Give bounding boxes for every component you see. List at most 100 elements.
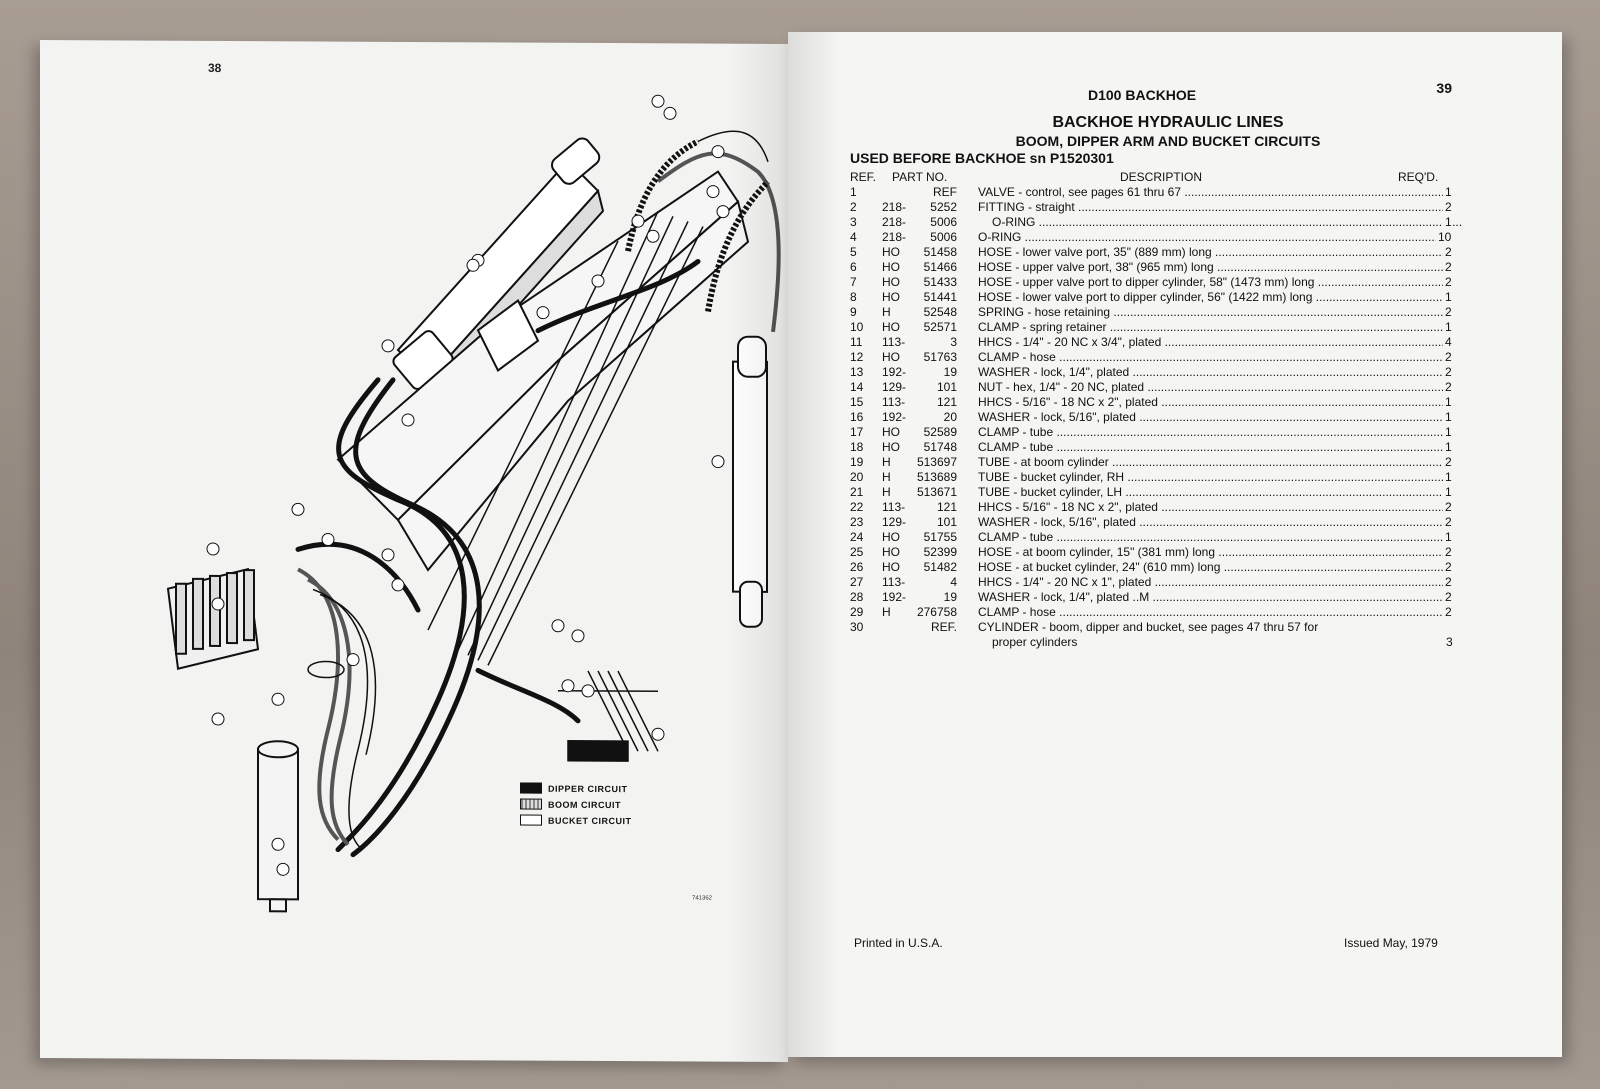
part-number: 52548 xyxy=(923,305,957,319)
part-description: HHCS - 1/4" - 20 NC x 1", plated xyxy=(978,575,1448,589)
part-description: HOSE - at boom cylinder, 15" (381 mm) lo… xyxy=(978,545,1448,559)
part-qty: 2 xyxy=(1443,455,1452,469)
continuation-qty: 3 xyxy=(1444,635,1453,649)
part-description: HOSE - lower valve port, 35" (889 mm) lo… xyxy=(978,245,1448,259)
part-description: WASHER - lock, 1/4", plated xyxy=(978,365,1448,379)
part-description: HHCS - 5/16" - 18 NC x 2", plated xyxy=(978,500,1448,514)
part-qty: 2 xyxy=(1443,605,1452,619)
part-description: CYLINDER - boom, dipper and bucket, see … xyxy=(978,620,1319,634)
part-qty: 1 xyxy=(1443,440,1452,454)
dipper-cylinder xyxy=(732,335,768,628)
hydraulic-lines-diagram xyxy=(166,94,781,913)
part-number: 5006 xyxy=(930,230,957,244)
part-qty: 2 xyxy=(1443,200,1452,214)
part-number: 51433 xyxy=(923,275,957,289)
part-ref: 5 xyxy=(850,245,857,259)
part-number: 52571 xyxy=(923,320,957,334)
part-description: HHCS - 1/4" - 20 NC x 3/4", plated xyxy=(978,335,1448,349)
part-ref: 21 xyxy=(850,485,864,499)
swing-tower xyxy=(257,740,299,913)
part-description: WASHER - lock, 5/16", plated xyxy=(978,515,1448,529)
part-ref: 12 xyxy=(850,350,864,364)
part-qty: 2 xyxy=(1443,590,1452,604)
part-description: O-RING xyxy=(978,215,1462,229)
part-number: 51748 xyxy=(923,440,957,454)
part-qty: 2 xyxy=(1443,365,1452,379)
part-description: HOSE - lower valve port to dipper cylind… xyxy=(978,290,1448,304)
part-description: WASHER - lock, 1/4", plated ..M xyxy=(978,590,1448,604)
col-ref: REF. xyxy=(850,170,877,184)
part-description: WASHER - lock, 5/16", plated xyxy=(978,410,1448,424)
control-valve xyxy=(166,567,260,671)
part-prefix: H xyxy=(882,455,891,469)
part-number: 3 xyxy=(950,335,957,349)
part-prefix: 113- xyxy=(882,335,906,349)
part-qty: 2 xyxy=(1443,575,1452,589)
part-ref: 30 xyxy=(850,620,864,634)
part-number: 20 xyxy=(943,410,957,424)
part-number: 513671 xyxy=(916,485,957,499)
part-ref: 26 xyxy=(850,560,864,574)
part-ref: 4 xyxy=(850,230,857,244)
part-qty: 1 xyxy=(1443,185,1452,199)
part-number: REF. xyxy=(930,620,957,634)
part-ref: 20 xyxy=(850,470,864,484)
continuation-text: proper cylinders xyxy=(992,635,1078,649)
part-qty: 4 xyxy=(1443,335,1452,349)
document-header: D100 BACKHOE xyxy=(1088,87,1197,103)
part-qty: 2 xyxy=(1443,560,1452,574)
part-number: 51458 xyxy=(923,245,957,259)
col-description: DESCRIPTION xyxy=(1120,170,1203,184)
part-prefix: HO xyxy=(882,425,900,439)
legend-boom-label: BOOM CIRCUIT xyxy=(548,799,621,810)
part-ref: 28 xyxy=(850,590,864,604)
part-description: TUBE - at boom cylinder xyxy=(978,455,1448,469)
legend-bucket: BUCKET CIRCUIT xyxy=(520,814,632,827)
part-description: CLAMP - hose xyxy=(978,350,1448,364)
part-prefix: 218- xyxy=(882,230,907,244)
part-number: 5006 xyxy=(930,215,957,229)
callout-bubbles xyxy=(206,94,730,876)
part-prefix: 113- xyxy=(882,395,906,409)
part-prefix: HO xyxy=(882,320,900,334)
parts-continuation: proper cylinders 3 xyxy=(850,635,1453,650)
part-number: 51466 xyxy=(923,260,957,274)
part-ref: 16 xyxy=(850,410,864,424)
part-prefix: HO xyxy=(882,275,900,289)
part-ref: 11 xyxy=(850,335,863,349)
part-description: HHCS - 5/16" - 18 NC x 2", plated xyxy=(978,395,1448,409)
part-ref: 23 xyxy=(850,515,864,529)
part-number: 52589 xyxy=(923,425,957,439)
part-prefix: H xyxy=(882,305,891,319)
title-block: BACKHOE HYDRAULIC LINES BOOM, DIPPER ARM… xyxy=(848,114,1488,149)
drawing-code: 741362 xyxy=(692,895,713,902)
right-page: D100 BACKHOE 39 BACKHOE HYDRAULIC LINES … xyxy=(788,32,1562,1057)
part-description: FITTING - straight xyxy=(978,200,1448,214)
parts-list-header: REF. PART NO. DESCRIPTION REQ'D. xyxy=(850,170,1450,185)
part-description: SPRING - hose retaining xyxy=(978,305,1448,319)
part-prefix: 218- xyxy=(882,200,907,214)
legend-bucket-label: BUCKET CIRCUIT xyxy=(548,815,632,826)
part-description: CLAMP - tube xyxy=(978,440,1448,454)
legend-dipper-swatch xyxy=(520,782,542,794)
col-reqd: REQ'D. xyxy=(1398,170,1439,184)
part-qty: 2 xyxy=(1443,515,1452,529)
applicability-note: USED BEFORE BACKHOE sn P1520301 xyxy=(850,150,1114,166)
